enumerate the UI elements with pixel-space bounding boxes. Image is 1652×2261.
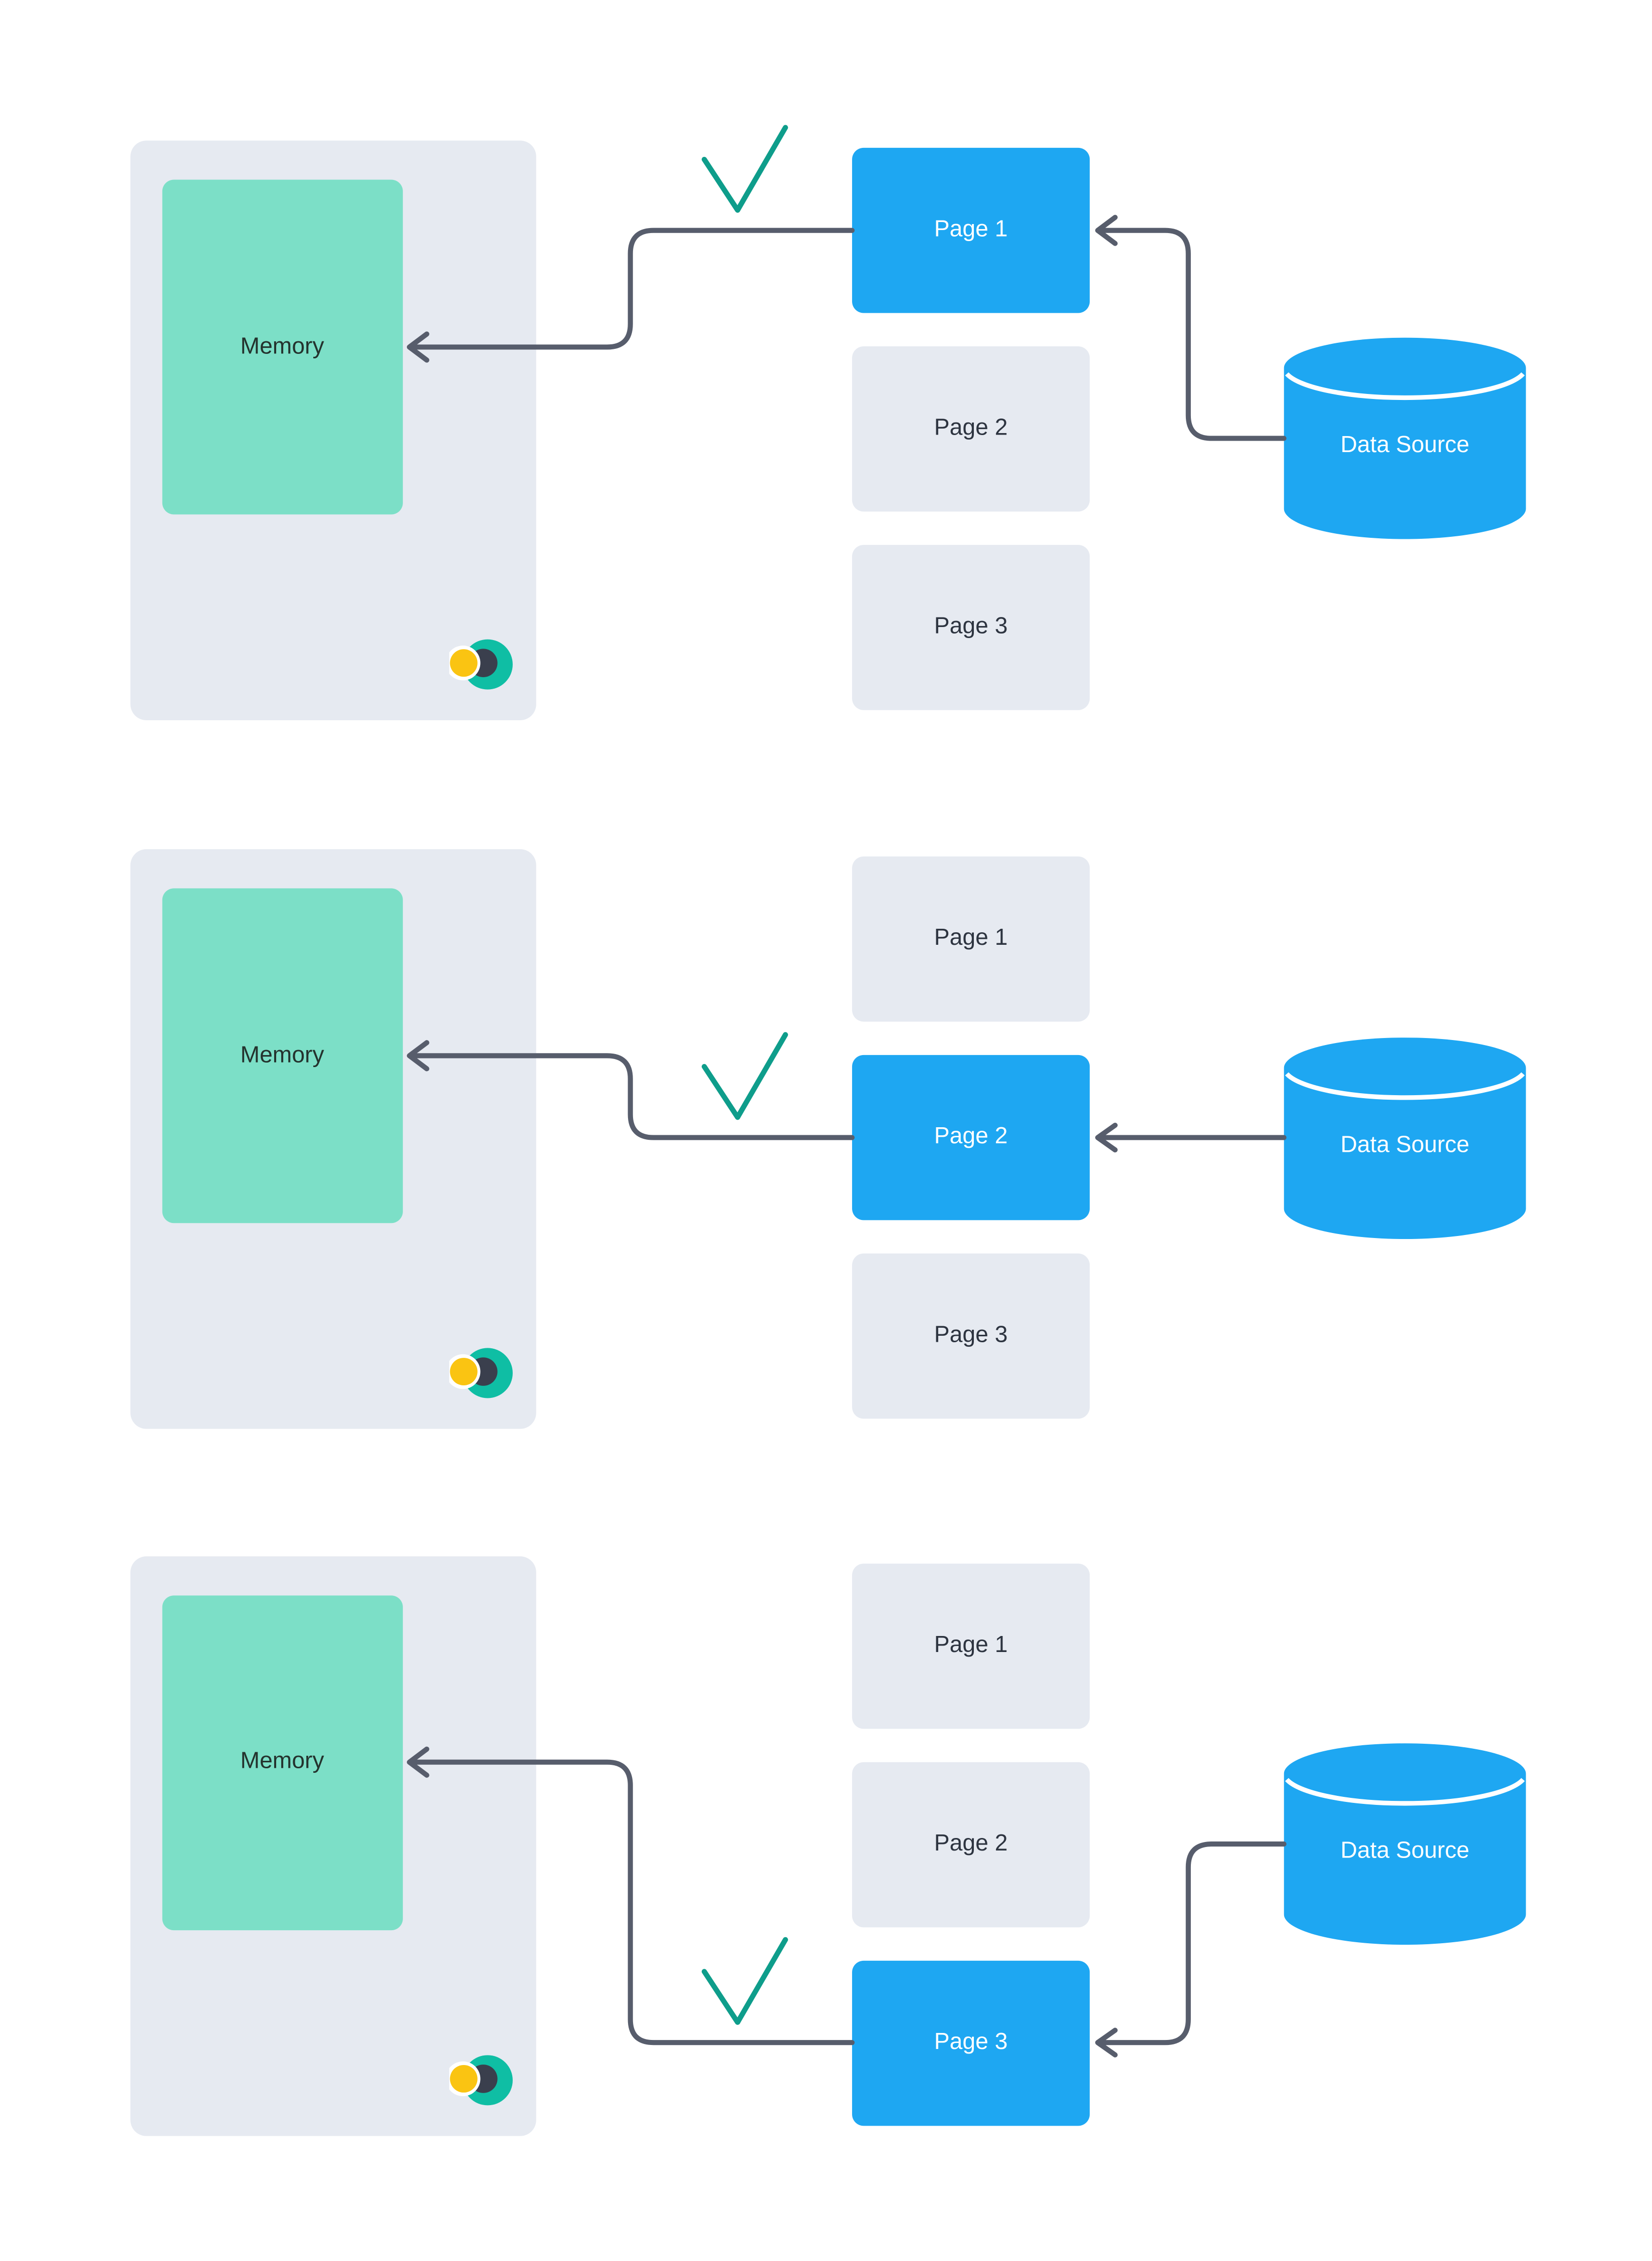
page-2-label: Page 2	[934, 416, 1008, 441]
page-3-label: Page 3	[934, 2029, 1008, 2054]
data-source-label: Data Source	[1340, 433, 1470, 458]
memory-label: Memory	[240, 334, 324, 359]
page-2-box: Page 2	[852, 346, 1090, 512]
data-source-cylinder: Data Source	[1284, 337, 1526, 539]
page-1-box: Page 1	[852, 147, 1090, 313]
page-1-label: Page 1	[934, 1632, 1008, 1658]
page-2-label: Page 2	[934, 1124, 1008, 1149]
memory-box: Memory	[161, 1594, 403, 1930]
page-3-label: Page 3	[934, 614, 1008, 640]
data-source-label: Data Source	[1340, 1838, 1470, 1864]
page-3-box: Page 3	[852, 545, 1090, 710]
page-3-box: Page 3	[852, 1253, 1090, 1419]
data-source-cylinder: Data Source	[1284, 1743, 1526, 1945]
memory-label: Memory	[240, 1043, 324, 1068]
data-source-cylinder: Data Source	[1284, 1037, 1526, 1239]
page-1-label: Page 1	[934, 217, 1008, 242]
memory-box: Memory	[161, 179, 403, 515]
diagram-step-3: Memory Page 1 Page 2 Page 3 Data Source	[0, 1415, 1652, 2136]
eclipse-logo-icon	[449, 2054, 513, 2105]
page-2-box: Page 2	[852, 1055, 1090, 1220]
memory-label: Memory	[240, 1749, 324, 1774]
page-3-box: Page 3	[852, 1960, 1090, 2125]
page-3-label: Page 3	[934, 1323, 1008, 1348]
memory-box: Memory	[161, 888, 403, 1223]
page-2-label: Page 2	[934, 1831, 1008, 1856]
database-icon	[1284, 337, 1526, 539]
eclipse-logo-icon	[449, 1348, 513, 1398]
database-icon	[1284, 1743, 1526, 1945]
page-1-label: Page 1	[934, 926, 1008, 951]
page-2-box: Page 2	[852, 1761, 1090, 1927]
eclipse-logo-icon	[449, 639, 513, 690]
diagram-step-1: Memory Page 1 Page 2 Page 3 Data Source	[0, 0, 1652, 720]
page-1-box: Page 1	[852, 856, 1090, 1022]
page-1-box: Page 1	[852, 1563, 1090, 1728]
diagram-step-2: Memory Page 1 Page 2 Page 3 Data Source	[0, 709, 1652, 1429]
data-source-label: Data Source	[1340, 1132, 1470, 1157]
database-icon	[1284, 1037, 1526, 1239]
